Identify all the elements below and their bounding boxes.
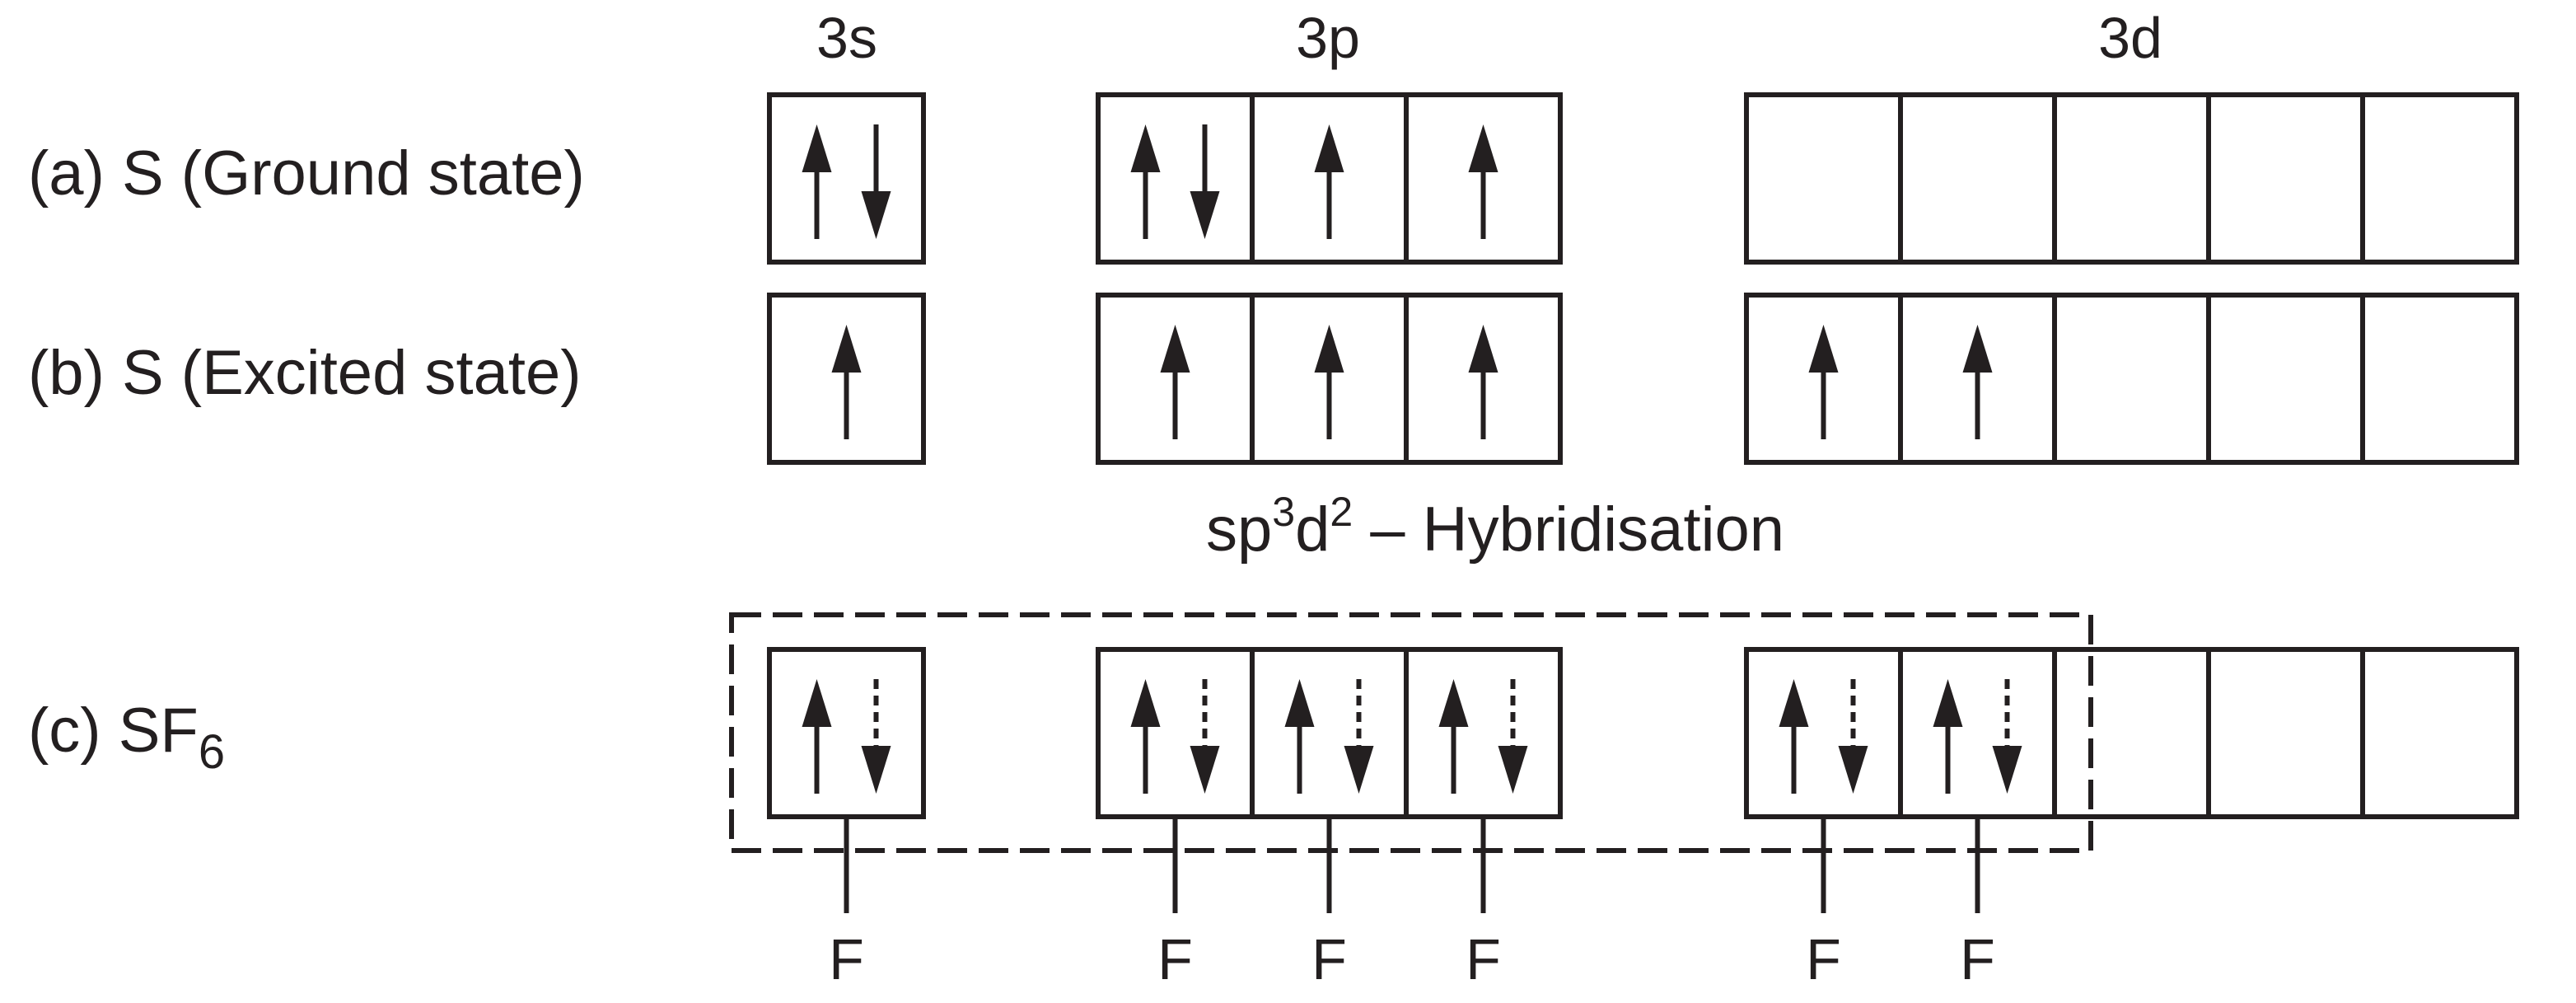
spin-up-arrow (1160, 325, 1190, 439)
spin-up-arrow (1284, 679, 1315, 794)
hyb-post: – Hybridisation (1353, 494, 1784, 565)
fluorine-label: F (1466, 927, 1501, 991)
fluorine-label: F (829, 927, 864, 991)
spin-up-arrow (802, 679, 832, 794)
hyb-sup1: 3 (1272, 489, 1295, 535)
bond-electron-arrow (1190, 679, 1220, 794)
bond-electron-arrow (1344, 679, 1374, 794)
header-3p: 3p (1296, 6, 1360, 70)
bond-electron-arrow (861, 679, 891, 794)
row-label-excited: (b) S (Excited state) (28, 338, 582, 408)
f-bond-4: F (1466, 817, 1501, 991)
ground-s-box-outline (767, 92, 926, 265)
sf6-p-box-outline (1096, 647, 1563, 819)
spin-up-arrow (1130, 124, 1161, 239)
excited-d-orbital-group (1744, 293, 2519, 465)
fluorine-label: F (1311, 927, 1347, 991)
bond-electron-arrow (1992, 679, 2022, 794)
header-3s: 3s (816, 6, 877, 70)
f-bond-3: F (1311, 817, 1347, 991)
row-label-ground: (a) S (Ground state) (28, 138, 585, 209)
ground-d-box-outline (1744, 92, 2519, 265)
ground-p-box-outline (1096, 92, 1563, 265)
spin-up-arrow (1962, 325, 1993, 439)
spin-up-arrow (1468, 124, 1498, 239)
header-3d: 3d (2098, 6, 2162, 70)
f-bond-5: F (1806, 817, 1841, 991)
spin-down-arrow (1190, 124, 1220, 239)
excited-s-orbital-group (767, 293, 926, 465)
hyb-sup2: 2 (1330, 489, 1353, 535)
sf6-s-box-outline (767, 647, 926, 819)
fluorine-label: F (1806, 927, 1841, 991)
spin-up-arrow (1808, 325, 1839, 439)
ground-s-orbital-group (767, 92, 926, 265)
spin-up-arrow (1779, 679, 1809, 794)
spin-up-arrow (1438, 679, 1469, 794)
excited-p-box-outline (1096, 293, 1563, 465)
sf6-p-orbital-group (1096, 647, 1563, 819)
hybrid-orbital-frame (729, 612, 2093, 853)
sf6-s-orbital-group (767, 647, 926, 819)
spin-up-arrow (1314, 325, 1344, 439)
spin-down-arrow (861, 124, 891, 239)
orbital-boxes (767, 92, 2519, 819)
excited-d-box-outline (1744, 293, 2519, 465)
sf6-d-orbital-group (1744, 647, 2519, 819)
row-label-sf6: (c) SF6 (28, 696, 225, 779)
excited-p-orbital-group (1096, 293, 1563, 465)
fluorine-label: F (1157, 927, 1193, 991)
hybridisation-label: sp3d2 – Hybridisation (1206, 489, 1784, 565)
f-bond-1: F (829, 817, 864, 991)
sf6-d-box-outline (1744, 647, 2519, 819)
f-bond-2: F (1157, 817, 1193, 991)
spin-up-arrow (1314, 124, 1344, 239)
sf6-main: (c) SF (28, 696, 199, 766)
ground-d-orbital-group (1744, 92, 2519, 265)
spin-up-arrow (1933, 679, 1963, 794)
sf6-subscript: 6 (199, 725, 225, 779)
f-bond-6: F (1960, 817, 1995, 991)
ground-p-orbital-group (1096, 92, 1563, 265)
spin-up-arrow (1468, 325, 1498, 439)
spin-up-arrow (802, 124, 832, 239)
bond-electron-arrow (1498, 679, 1528, 794)
hyb-pre: sp (1206, 494, 1272, 565)
hyb-mid: d (1295, 494, 1330, 565)
bond-electron-arrow (1838, 679, 1868, 794)
excited-s-box-outline (767, 293, 926, 465)
fluorine-label: F (1960, 927, 1995, 991)
spin-up-arrow (831, 325, 862, 439)
spin-up-arrow (1130, 679, 1161, 794)
